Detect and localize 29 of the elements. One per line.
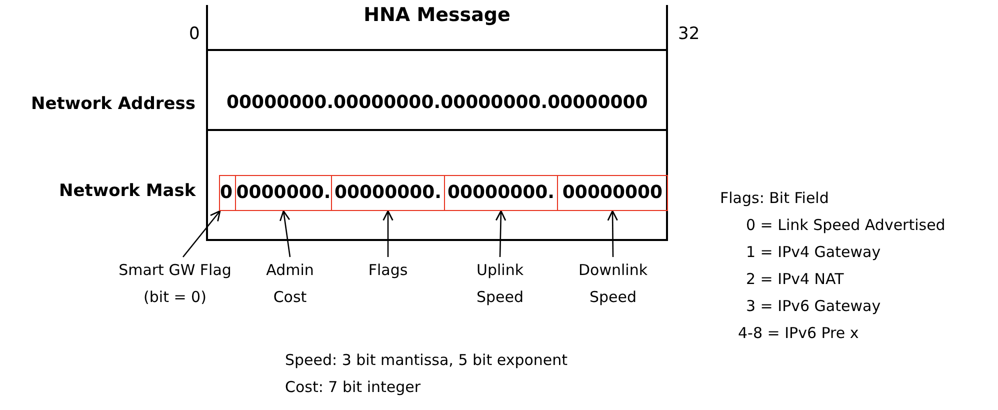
field-label: Flags — [343, 257, 433, 284]
row-label: Network Address — [31, 94, 196, 114]
leader-arrow — [382, 210, 394, 257]
leader-arrow — [607, 210, 618, 257]
field-label: Uplink Speed — [455, 257, 545, 311]
field-label: Downlink Speed — [565, 257, 661, 311]
bit-field: 00000000 — [557, 175, 668, 211]
note-text: Speed: 3 bit mantissa, 5 bit exponent — [285, 351, 568, 369]
bit-number: 32 — [678, 24, 700, 44]
field-label: Admin Cost — [248, 257, 332, 311]
address-value: 00000000.00000000.00000000.00000000 — [226, 92, 648, 113]
row-label: Network Mask — [59, 181, 196, 201]
diagram-title: HNA Message — [362, 4, 512, 26]
note-text: 4-8 = IPv6 Pre x — [738, 324, 859, 342]
note-text: Cost: 7 bit integer — [285, 378, 421, 396]
bit-field: 00000000. — [444, 175, 558, 211]
note-text: 2 = IPv4 NAT — [746, 270, 844, 288]
note-text: 1 = IPv4 Gateway — [746, 243, 881, 261]
leader-arrow — [495, 210, 506, 258]
note-heading: Flags: Bit Field — [720, 189, 829, 207]
leader-arrow — [182, 210, 221, 258]
note-text: 3 = IPv6 Gateway — [746, 297, 881, 315]
bit-field: 0000000. — [235, 175, 332, 211]
bit-number: 0 — [189, 24, 200, 44]
bit-field: 0 — [219, 175, 236, 211]
leader-arrow — [279, 210, 291, 258]
field-label: Smart GW Flag (bit = 0) — [105, 257, 245, 311]
bit-field: 00000000. — [331, 175, 445, 211]
note-text: 0 = Link Speed Advertised — [746, 216, 946, 234]
